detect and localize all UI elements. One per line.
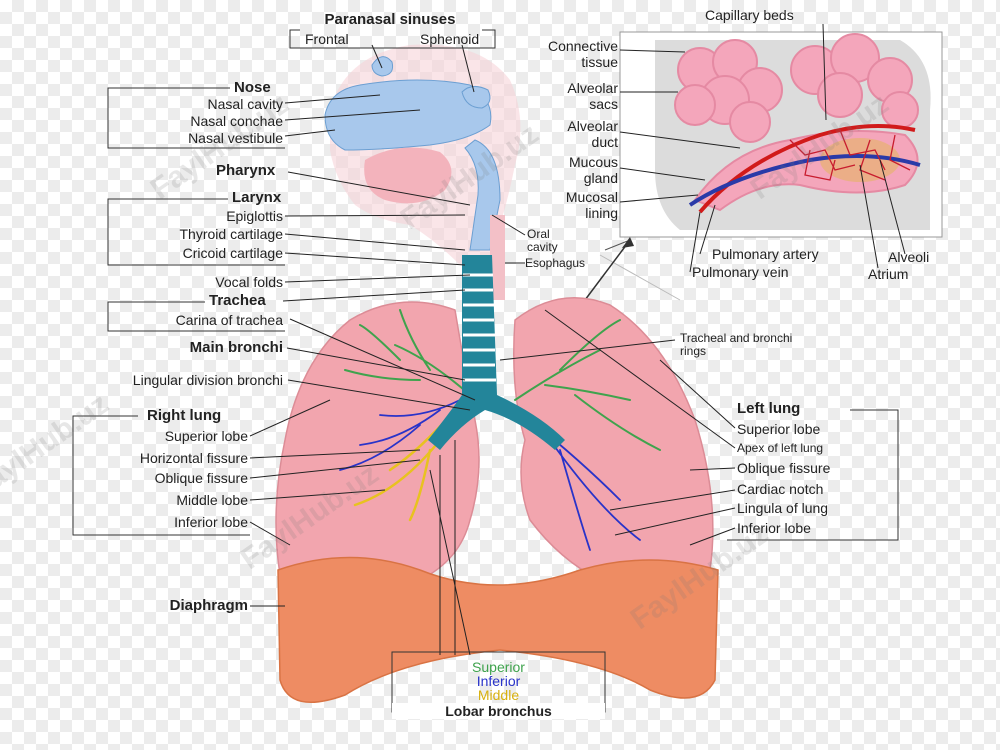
- left-lung-shape: [513, 296, 714, 581]
- nasal-cavity-shape: [324, 79, 492, 151]
- label-right-oblique-fissure: Oblique fissure: [154, 470, 248, 486]
- label-frontal: Frontal: [305, 31, 349, 47]
- sphenoid-sinus: [461, 86, 491, 109]
- label-trachea: Trachea: [209, 292, 266, 309]
- label-main-bronchi: Main bronchi: [189, 339, 283, 356]
- label-left-oblique-fissure: Oblique fissure: [737, 460, 831, 476]
- leader-lines: [249, 23, 906, 656]
- label-right-superior-lobe: Superior lobe: [164, 428, 248, 444]
- label-lingular-division-bronchi: Lingular division bronchi: [132, 372, 283, 388]
- label-atrium: Atrium: [868, 266, 909, 282]
- label-sphenoid: Sphenoid: [420, 31, 480, 47]
- label-nose: Nose: [234, 79, 271, 96]
- label-pharynx: Pharynx: [216, 162, 276, 179]
- label-left-superior-lobe: Superior lobe: [737, 421, 821, 437]
- label-apex-of-left-lung: Apex of left lung: [737, 441, 824, 455]
- zoom-arrow-head: [622, 237, 634, 248]
- label-right-inferior-lobe: Inferior lobe: [174, 514, 248, 530]
- label-cricoid-cartilage: Cricoid cartilage: [182, 245, 283, 261]
- label-right-lung: Right lung: [147, 407, 222, 424]
- label-pulmonary-artery: Pulmonary artery: [712, 246, 819, 262]
- diaphragm-shape: [277, 556, 719, 703]
- label-connective-tissue: Connective tissue: [547, 38, 618, 70]
- label-frames: [72, 29, 899, 713]
- label-middle-lobe: Middle lobe: [176, 492, 248, 508]
- label-lobar-middle: Middle: [477, 687, 520, 703]
- label-alveoli: Alveoli: [888, 249, 930, 265]
- label-nasal-cavity: Nasal cavity: [207, 96, 283, 112]
- label-lobar-superior: Superior: [472, 659, 525, 675]
- alveoli-cluster: [820, 138, 900, 182]
- inset-panel: [619, 31, 943, 238]
- label-lobar-inferior: Inferior: [476, 673, 521, 689]
- label-vocal-folds: Vocal folds: [215, 274, 283, 290]
- label-nasal-vestibule: Nasal vestibule: [188, 130, 283, 146]
- label-left-inferior-lobe: Inferior lobe: [737, 520, 811, 536]
- label-alveolar-sacs: Alveolar sacs: [567, 80, 618, 112]
- label-larynx: Larynx: [232, 189, 282, 206]
- label-tracheal-bronchi-rings: Tracheal and bronchi rings: [680, 331, 793, 358]
- label-pulmonary-vein: Pulmonary vein: [692, 264, 789, 280]
- label-cardiac-notch: Cardiac notch: [737, 481, 824, 497]
- tracheal-rings: [463, 273, 496, 382]
- label-alveolar-duct: Alveolar duct: [567, 118, 618, 150]
- label-left-lung: Left lung: [737, 400, 801, 417]
- label-mucous-gland: Mucous gland: [568, 154, 618, 186]
- zoom-arrow: [584, 239, 631, 301]
- label-mucosal-lining: Mucosal lining: [565, 189, 618, 221]
- label-esophagus: Esophagus: [525, 256, 586, 270]
- alveolar-sac-left: [674, 39, 783, 143]
- zoom-line-1: [604, 239, 631, 251]
- label-lobar-bronchus: Lobar bronchus: [392, 703, 605, 719]
- esophagus-shape: [490, 215, 505, 300]
- trachea-shape: [428, 255, 565, 450]
- head-section: [324, 44, 521, 300]
- label-diaphragm: Diaphragm: [169, 597, 248, 614]
- label-epiglottis: Epiglottis: [226, 208, 283, 224]
- label-capillary-beds: Capillary beds: [705, 7, 794, 23]
- label-oral-cavity: Oral cavity: [527, 227, 558, 254]
- label-lingula-of-lung: Lingula of lung: [737, 500, 829, 516]
- inset-vein: [688, 154, 921, 207]
- label-horizontal-fissure: Horizontal fissure: [139, 450, 248, 466]
- label-thyroid-cartilage: Thyroid cartilage: [179, 226, 284, 242]
- label-nasal-conchae: Nasal conchae: [190, 113, 283, 129]
- zoom-line-2: [599, 254, 681, 301]
- label-carina-of-trachea: Carina of trachea: [175, 312, 283, 328]
- frontal-sinus: [371, 56, 393, 77]
- label-paranasal-sinuses: Paranasal sinuses: [324, 11, 456, 28]
